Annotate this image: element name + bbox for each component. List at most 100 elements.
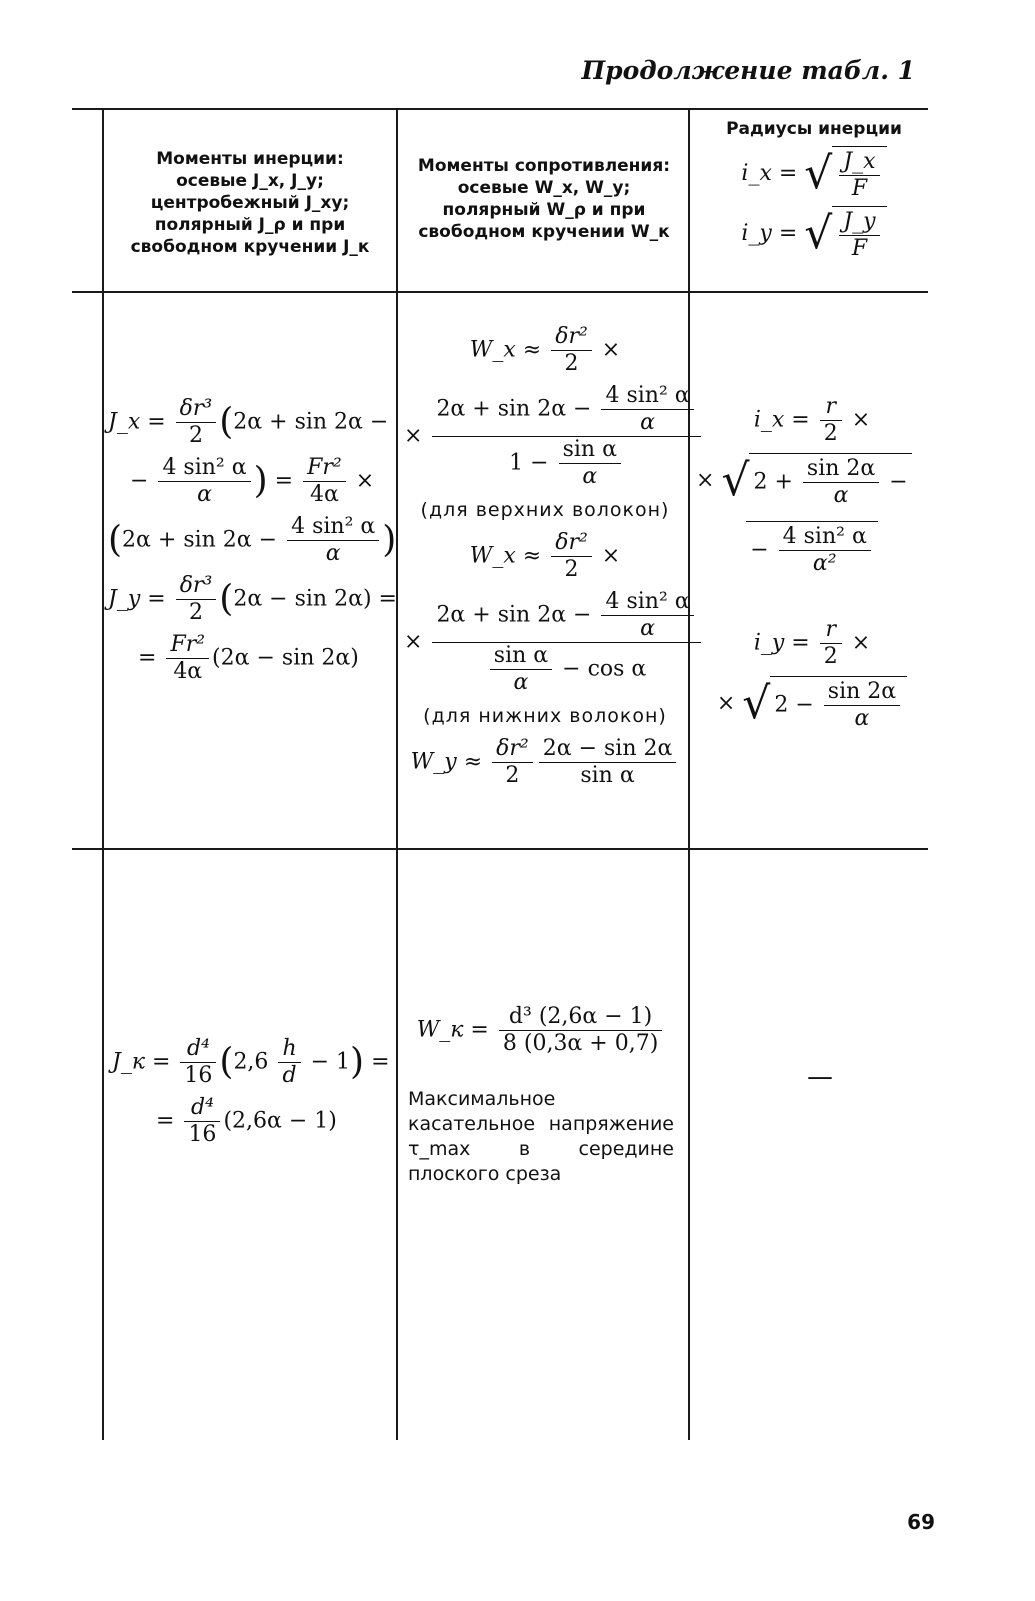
note-lower-fibers: (для нижних волокон) bbox=[423, 705, 667, 727]
wx-lower-num-frac-den: α bbox=[640, 616, 655, 641]
jk-part2: − 1 bbox=[310, 1049, 351, 1075]
wx-lower-den-frac-den: α bbox=[513, 670, 529, 695]
wy-lhs: W_y ≈ bbox=[410, 749, 483, 775]
max-shear-stress-note: Максимальное касательное напряжение τ_ma… bbox=[408, 1088, 674, 1185]
wk-frac-den: 8 (0,3α + 0,7) bbox=[502, 1031, 659, 1056]
jk-part1: 2,6 bbox=[233, 1049, 269, 1075]
wx-lower-num-frac-num: 4 sin² α bbox=[601, 589, 694, 616]
ix-rad-b: − bbox=[889, 469, 908, 495]
jx-frac2-den-repeat: α bbox=[325, 541, 341, 566]
col-divider-1 bbox=[396, 110, 398, 1440]
wx-frac-num-repeat: δr² bbox=[551, 530, 592, 557]
jy-frac-num: δr³ bbox=[175, 573, 217, 600]
ix-frac-den: 2 bbox=[823, 421, 838, 446]
jx-part2: 2α + sin 2α − bbox=[122, 527, 278, 553]
jy-part1: 2α − sin 2α) = bbox=[233, 586, 397, 612]
jx-part1: 2α + sin 2α − bbox=[233, 409, 389, 435]
iy-rad-frac-num: sin 2α bbox=[823, 679, 901, 706]
wx-upper-den-frac-num: sin α bbox=[558, 437, 621, 464]
jx-frac2-num-repeat: 4 sin² α bbox=[287, 514, 380, 541]
jy-part2: (2α − sin 2α) bbox=[212, 645, 359, 671]
wy-frac-den: 2 bbox=[505, 763, 520, 788]
wy-frac2-num: 2α − sin 2α bbox=[538, 736, 677, 763]
jk-frac-num-repeat: d⁴ bbox=[184, 1095, 221, 1122]
ix-lhs: i_x = bbox=[753, 407, 810, 433]
header-col1-line: центробежный J_xy; bbox=[150, 193, 350, 213]
header-col1-line: полярный J_ρ и при bbox=[154, 215, 346, 235]
jk-hd-num: h bbox=[278, 1036, 301, 1063]
iy-rad-frac-den: α bbox=[854, 706, 870, 731]
header-col2-line: полярный W_ρ и при bbox=[442, 200, 646, 220]
jx-frac2-num: 4 sin² α bbox=[158, 455, 251, 482]
header-ix-lhs: i_x = bbox=[741, 161, 798, 186]
iy-frac-den: 2 bbox=[823, 644, 838, 669]
header-ix-den: F bbox=[851, 176, 868, 201]
table-left-rule bbox=[102, 110, 104, 1440]
wx-upper-num-frac-num: 4 sin² α bbox=[601, 383, 694, 410]
jk-lhs: J_к = bbox=[112, 1049, 171, 1075]
header-iy-lhs: i_y = bbox=[741, 221, 798, 246]
header-col3-title: Радиусы инерции bbox=[726, 119, 902, 139]
iy-rad-a: 2 − bbox=[774, 692, 814, 718]
iy-lhs: i_y = bbox=[753, 630, 810, 656]
header-col2-line: Моменты сопротивления: bbox=[417, 156, 671, 176]
header-col2-line: осевые W_x, W_y; bbox=[457, 178, 631, 198]
wk-formula: W_к = d³ (2,6α − 1)8 (0,3α + 0,7) bbox=[408, 1004, 674, 1057]
table-top-rule bbox=[72, 108, 928, 110]
wx-upper-num-a: 2α + sin 2α − bbox=[436, 396, 592, 422]
header-col1-line: Моменты инерции: bbox=[156, 149, 344, 169]
row1-bottom-rule bbox=[72, 848, 928, 850]
jk-frac-den-repeat: 16 bbox=[188, 1122, 217, 1147]
page-number: 69 bbox=[907, 1510, 935, 1534]
note-upper-fibers: (для верхних волокон) bbox=[420, 499, 670, 521]
col-divider-2 bbox=[688, 110, 690, 1440]
ix-frac-num: r bbox=[819, 394, 842, 421]
header-col-section-moduli: Моменты сопротивления: осевые W_x, W_y; … bbox=[404, 155, 684, 243]
wx-lower-den-frac-num: sin α bbox=[489, 643, 553, 670]
jx-frac3-num: Fr² bbox=[303, 455, 346, 482]
jk-frac-den: 16 bbox=[184, 1063, 213, 1088]
wx-upper-den-frac-den: α bbox=[582, 464, 598, 489]
jk-part3: (2,6α − 1) bbox=[223, 1108, 337, 1134]
wx-lhs-repeat: W_x ≈ bbox=[469, 543, 542, 569]
wk-frac-num: d³ (2,6α − 1) bbox=[498, 1004, 663, 1031]
header-col-moments-of-inertia: Моменты инерции: осевые J_x, J_y; центро… bbox=[110, 148, 390, 258]
ix-rad-a: 2 + bbox=[753, 469, 793, 495]
table-continuation-caption: Продолжение табл. 1 bbox=[581, 56, 916, 85]
jy-frac2-den: 4α bbox=[173, 659, 203, 684]
jx-frac-den: 2 bbox=[188, 423, 203, 448]
jy-frac-den: 2 bbox=[188, 600, 203, 625]
ix-rad2-frac-den: α² bbox=[812, 551, 837, 576]
jx-lhs: J_x = bbox=[108, 409, 166, 435]
wx-lower-num-a: 2α + sin 2α − bbox=[436, 602, 592, 628]
wx-frac-den: 2 bbox=[564, 351, 579, 376]
wx-upper-den-a: 1 − bbox=[509, 450, 549, 476]
jx-frac2-den: α bbox=[197, 482, 212, 507]
wx-upper-num-frac-den: α bbox=[640, 410, 655, 435]
wx-frac-num: δr² bbox=[551, 324, 592, 351]
jk-frac-num: d⁴ bbox=[180, 1036, 217, 1063]
